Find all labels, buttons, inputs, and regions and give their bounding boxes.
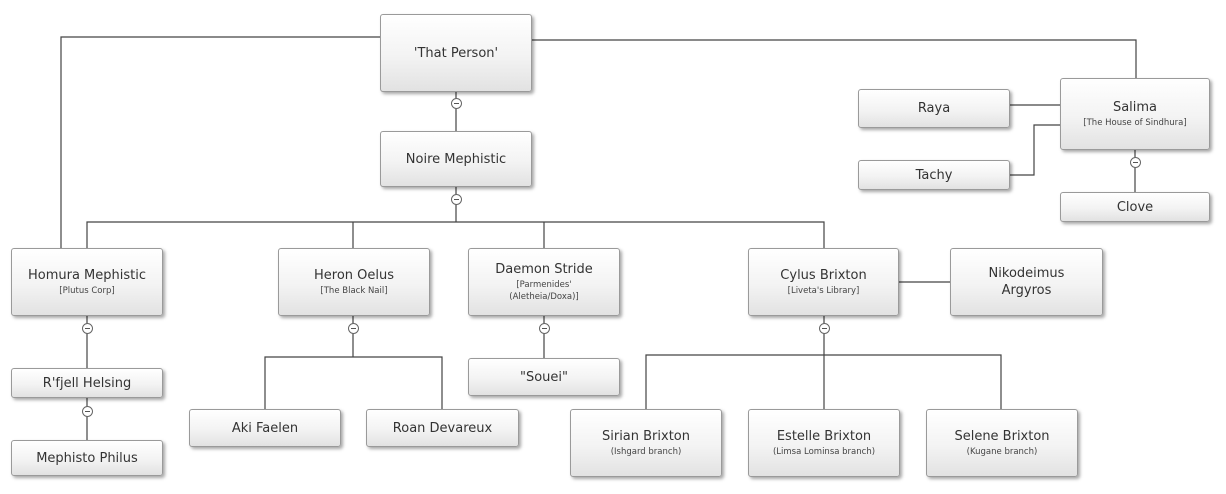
collapse-circle-minus-icon[interactable] — [539, 323, 550, 334]
node-estelle-brixton[interactable]: Estelle Brixton (Limsa Lominsa branch) — [748, 409, 900, 477]
node-name: 'That Person' — [413, 45, 499, 61]
node-clove[interactable]: Clove — [1060, 192, 1210, 222]
node-subtitle: [Plutus Corp] — [59, 286, 115, 296]
node-name: R'fjell Helsing — [42, 375, 132, 391]
node-name: Tachy — [915, 167, 953, 183]
node-cylus-brixton[interactable]: Cylus Brixton [Liveta's Library] — [748, 248, 899, 316]
node-nikodeimus-argyros[interactable]: Nikodeimus Argyros — [950, 248, 1103, 316]
node-name: Nikodeimus Argyros — [988, 266, 1065, 298]
node-noire-mephistic[interactable]: Noire Mephistic — [380, 131, 532, 187]
collapse-circle-minus-icon[interactable] — [451, 194, 462, 205]
node-name: Daemon Stride — [495, 262, 593, 277]
node-rfjell-helsing[interactable]: R'fjell Helsing — [11, 368, 163, 398]
node-sirian-brixton[interactable]: Sirian Brixton (Ishgard branch) — [570, 409, 722, 477]
node-subtitle: (Kugane branch) — [966, 447, 1038, 457]
collapse-circle-minus-icon[interactable] — [819, 323, 830, 334]
node-that-person[interactable]: 'That Person' — [380, 14, 532, 92]
node-homura-mephistic[interactable]: Homura Mephistic [Plutus Corp] — [11, 248, 163, 316]
node-subtitle: (Limsa Lominsa branch) — [772, 447, 876, 457]
node-name: Clove — [1116, 199, 1154, 215]
node-subtitle: [The House of Sindhura] — [1083, 118, 1187, 128]
node-name: Raya — [917, 101, 951, 116]
collapse-circle-minus-icon[interactable] — [82, 323, 93, 334]
node-name: Homura Mephistic — [27, 268, 147, 283]
connector-salima-tachy — [1010, 124, 1060, 176]
node-subtitle: [Parmenides' (Aletheia/Doxa)] — [509, 280, 579, 302]
collapse-circle-minus-icon[interactable] — [82, 406, 93, 417]
collapse-circle-minus-icon[interactable] — [451, 98, 462, 109]
node-mephisto-philus[interactable]: Mephisto Philus — [11, 440, 163, 476]
node-roan-devareux[interactable]: Roan Devareux — [366, 409, 519, 447]
node-souei[interactable]: "Souei" — [468, 358, 620, 396]
node-daemon-stride[interactable]: Daemon Stride [Parmenides' (Aletheia/Dox… — [468, 248, 620, 316]
node-name: Mephisto Philus — [36, 450, 138, 466]
node-raya[interactable]: Raya — [858, 89, 1010, 128]
node-name: Sirian Brixton — [601, 429, 691, 444]
node-subtitle: (Ishgard branch) — [610, 447, 682, 457]
connector-that-person-salima — [532, 39, 1137, 78]
node-name: Cylus Brixton — [780, 268, 867, 283]
node-name: Heron Oelus — [313, 268, 394, 283]
node-name: Noire Mephistic — [405, 151, 507, 167]
node-heron-oelus[interactable]: Heron Oelus [The Black Nail] — [278, 248, 430, 316]
node-name: Roan Devareux — [392, 420, 493, 436]
collapse-circle-minus-icon[interactable] — [348, 323, 359, 334]
collapse-circle-minus-icon[interactable] — [1130, 157, 1141, 168]
node-name: Estelle Brixton — [776, 429, 872, 444]
node-name: "Souei" — [519, 369, 568, 385]
node-name: Selene Brixton — [954, 429, 1050, 444]
connector-that-person-homura — [60, 36, 380, 248]
node-name: Aki Faelen — [231, 420, 299, 436]
node-tachy[interactable]: Tachy — [858, 160, 1010, 190]
node-salima[interactable]: Salima [The House of Sindhura] — [1060, 78, 1210, 150]
node-subtitle: [The Black Nail] — [320, 286, 388, 296]
node-aki-faelen[interactable]: Aki Faelen — [189, 409, 341, 447]
node-name: Salima — [1112, 100, 1158, 115]
node-selene-brixton[interactable]: Selene Brixton (Kugane branch) — [926, 409, 1078, 477]
connector-noire-homura — [86, 221, 825, 248]
connector-heron-children — [264, 356, 443, 409]
node-subtitle: [Liveta's Library] — [787, 286, 860, 296]
